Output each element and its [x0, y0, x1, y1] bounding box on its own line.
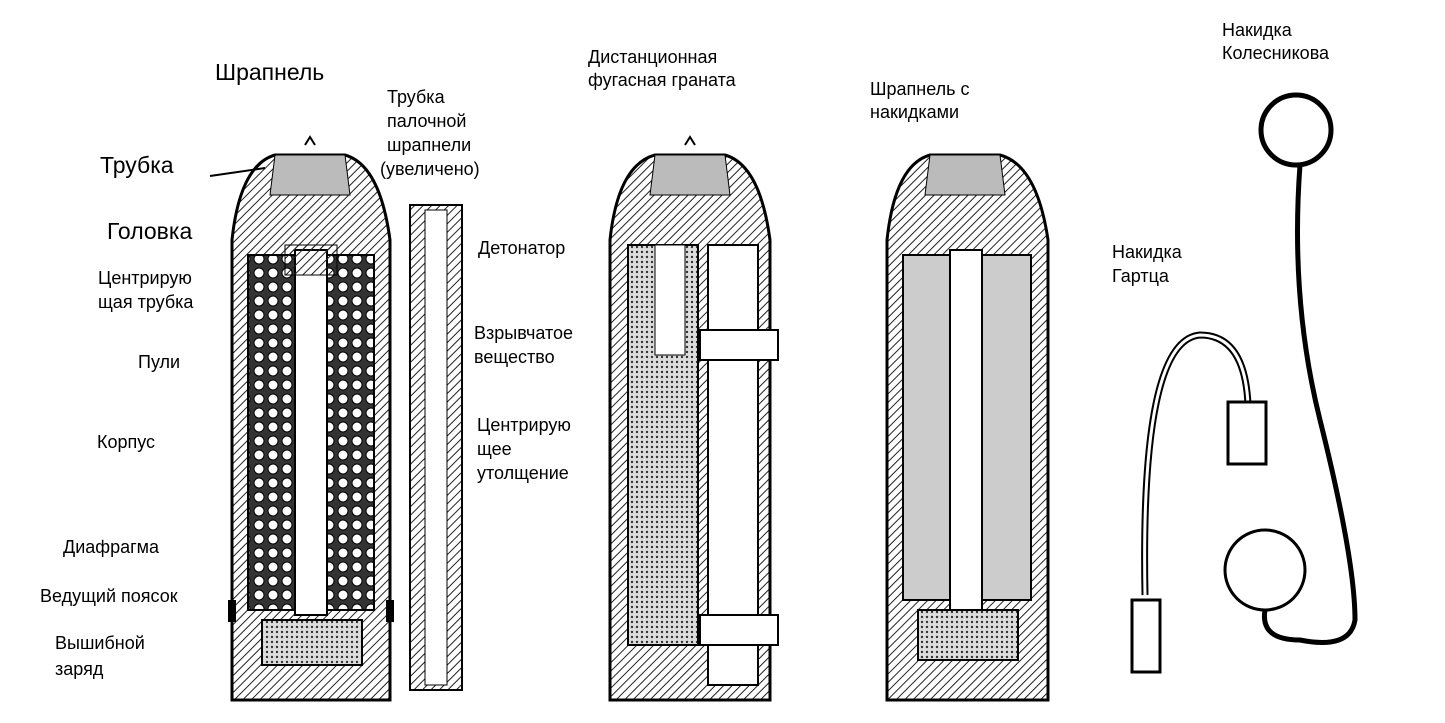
label-driving-band: Ведущий поясок [40, 586, 178, 606]
label-centering-thickening-1: Центрирую [477, 415, 571, 435]
shrapnel-title: Шрапнель [215, 59, 325, 85]
label-tube: Трубка [100, 152, 174, 178]
label-head: Головка [107, 218, 193, 244]
label-expelling-charge-2: заряд [55, 659, 104, 679]
kolesnikov-title-2: Колесникова [1222, 43, 1330, 63]
he-grenade-drawing [608, 135, 779, 702]
shrapnel-caps-drawing [885, 153, 1050, 702]
rod-tube-title-2: палочной [387, 111, 467, 131]
kolesnikov-cap-drawing [1223, 92, 1358, 645]
shrapnel-caps-title-2: накидками [870, 102, 960, 122]
rod-tube-title-1: Трубка [387, 87, 445, 107]
label-expelling-charge-1: Вышибной [55, 633, 145, 653]
rod-tube-title-3: шрапнели [387, 135, 472, 155]
hartz-title-2: Гартца [1112, 266, 1169, 286]
label-centering-thickening-3: утолщение [477, 463, 569, 483]
label-centering-tube-2: щая трубка [98, 292, 194, 312]
shrapnel-shell-drawing [209, 135, 394, 702]
he-grenade-title-1: Дистанционная [588, 47, 718, 67]
shrapnel-caps-title-1: Шрапнель с [870, 79, 970, 99]
label-bullets: Пули [138, 352, 181, 372]
label-explosive-2: вещество [474, 347, 555, 367]
label-centering-tube-1: Центрирую [98, 268, 192, 288]
rod-tube-title-4: (увеличено) [380, 159, 480, 179]
hartz-cap-drawing [1130, 331, 1268, 674]
label-diaphragm: Диафрагма [63, 537, 160, 557]
he-grenade-title-2: фугасная граната [588, 70, 736, 90]
rod-tube-drawing [409, 204, 463, 691]
label-detonator: Детонатор [478, 238, 566, 258]
label-explosive-1: Взрывчатое [474, 323, 574, 343]
hartz-title-1: Накидка [1112, 242, 1182, 262]
label-centering-thickening-2: щее [477, 439, 512, 459]
label-body: Корпус [97, 432, 156, 452]
kolesnikov-title-1: Накидка [1222, 20, 1292, 40]
